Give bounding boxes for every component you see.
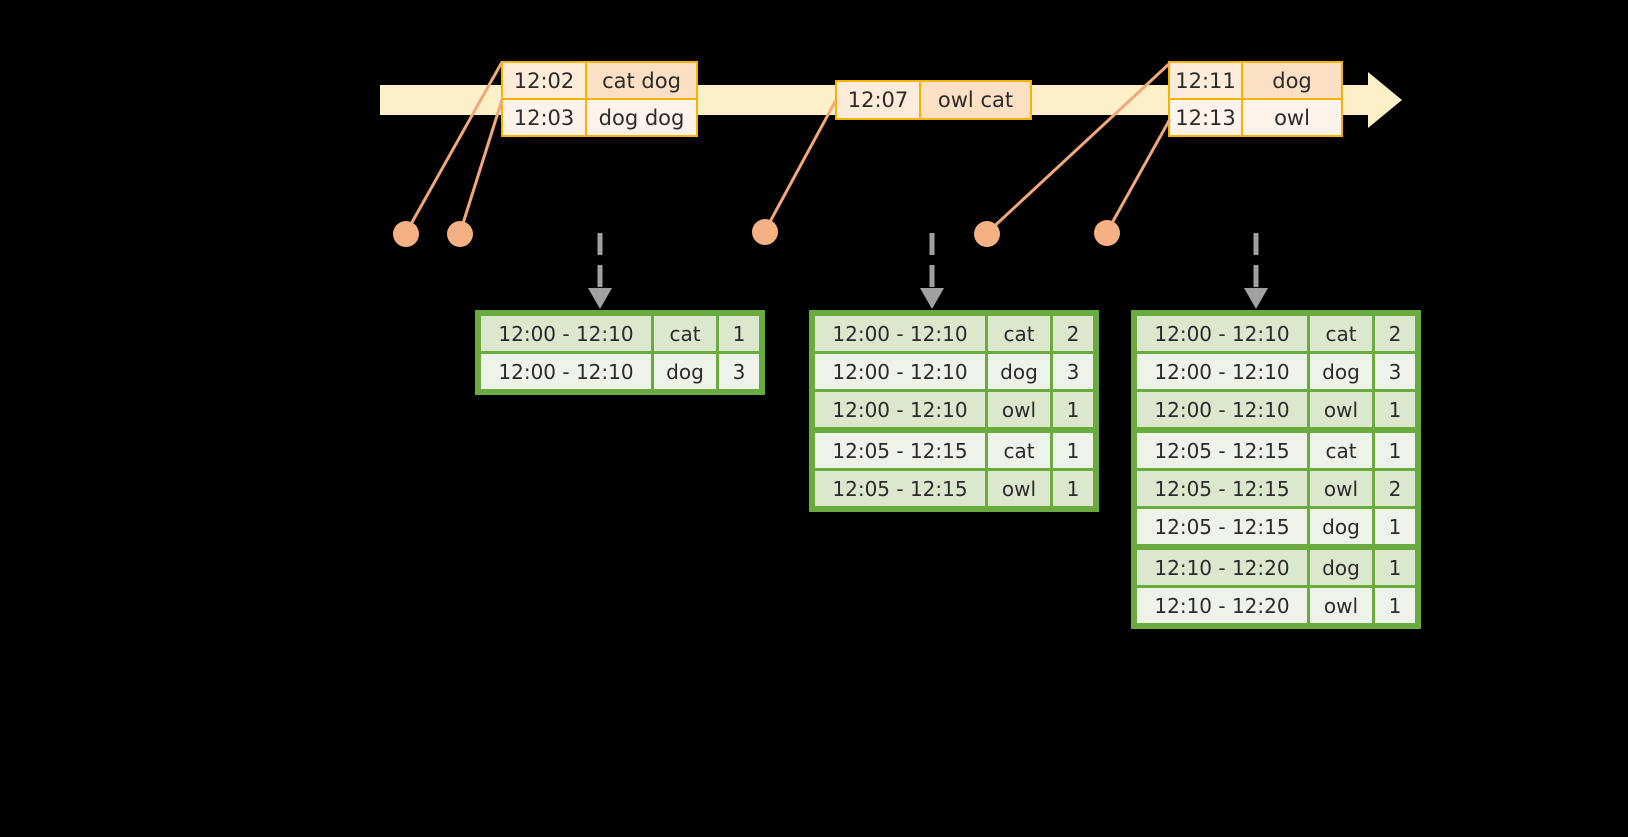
table-cell-word: owl <box>1310 471 1372 506</box>
event-time: 12:03 <box>503 100 587 135</box>
event-dot-2[interactable] <box>447 221 473 247</box>
table-cell-window: 12:05 - 12:15 <box>815 471 985 506</box>
table-cell-word: dog <box>1310 509 1372 544</box>
event-dot-1[interactable] <box>393 221 419 247</box>
table-cell-word: owl <box>988 392 1050 427</box>
table-cell-word: owl <box>1310 588 1372 623</box>
event-box-2[interactable]: 12:07 owl cat <box>835 80 1032 120</box>
table-cell-count: 1 <box>1375 588 1415 623</box>
table-cell-count: 3 <box>1053 354 1093 389</box>
timeline-arrow-head <box>1368 72 1402 128</box>
event-dot-3[interactable] <box>752 219 778 245</box>
table-cell-count: 1 <box>719 316 759 351</box>
dashed-arrow-2 <box>920 233 944 309</box>
event-row: 12:11 dog <box>1170 63 1341 98</box>
table-cell-window: 12:00 - 12:10 <box>815 354 985 389</box>
table-cell-count: 2 <box>1375 471 1415 506</box>
table-cell-word: cat <box>1310 433 1372 468</box>
table-cell-count: 1 <box>1053 471 1093 506</box>
dashed-arrow-1 <box>588 233 612 309</box>
table-cell-count: 2 <box>1053 316 1093 351</box>
event-dot-4[interactable] <box>974 221 1000 247</box>
event-words: owl <box>1243 100 1341 135</box>
table-cell-count: 1 <box>1375 509 1415 544</box>
table-cell-count: 1 <box>1375 550 1415 585</box>
event-row: 12:02 cat dog <box>503 63 696 98</box>
table-cell-word: cat <box>988 433 1050 468</box>
table-cell-window: 12:10 - 12:20 <box>1137 588 1307 623</box>
event-box-3[interactable]: 12:11 dog 12:13 owl <box>1168 61 1343 137</box>
table-cell-count: 1 <box>1053 433 1093 468</box>
table-cell-window: 12:05 - 12:15 <box>815 433 985 468</box>
table-cell-word: dog <box>1310 354 1372 389</box>
table-cell-word: cat <box>654 316 716 351</box>
table-cell-count: 1 <box>1375 392 1415 427</box>
event-words: dog dog <box>587 100 696 135</box>
table-cell-word: dog <box>1310 550 1372 585</box>
table-cell-word: cat <box>1310 316 1372 351</box>
event-time: 12:11 <box>1170 63 1243 98</box>
connector-line <box>458 99 504 234</box>
table-cell-window: 12:00 - 12:10 <box>481 316 651 351</box>
connector-line <box>1105 118 1172 233</box>
event-dot-5[interactable] <box>1094 220 1120 246</box>
table-cell-count: 3 <box>1375 354 1415 389</box>
event-words: owl cat <box>921 82 1030 118</box>
event-words: dog <box>1243 63 1341 98</box>
table-cell-count: 2 <box>1375 316 1415 351</box>
table-cell-window: 12:05 - 12:15 <box>1137 471 1307 506</box>
table-cell-word: dog <box>988 354 1050 389</box>
table-cell-window: 12:00 - 12:10 <box>815 316 985 351</box>
table-cell-count: 1 <box>1375 433 1415 468</box>
table-cell-word: cat <box>988 316 1050 351</box>
table-cell-window: 12:00 - 12:10 <box>481 354 651 389</box>
table-cell-count: 1 <box>1053 392 1093 427</box>
dashed-arrow-3 <box>1244 233 1268 309</box>
table-cell-window: 12:00 - 12:10 <box>815 392 985 427</box>
table-cell-window: 12:00 - 12:10 <box>1137 392 1307 427</box>
event-row: 12:07 owl cat <box>837 82 1030 118</box>
table-cell-window: 12:10 - 12:20 <box>1137 550 1307 585</box>
event-time: 12:07 <box>837 82 921 118</box>
table-cell-window: 12:00 - 12:10 <box>1137 354 1307 389</box>
table-cell-window: 12:00 - 12:10 <box>1137 316 1307 351</box>
event-row: 12:03 dog dog <box>503 98 696 135</box>
table-cell-word: dog <box>654 354 716 389</box>
table-cell-word: owl <box>988 471 1050 506</box>
table-cell-word: owl <box>1310 392 1372 427</box>
event-time: 12:02 <box>503 63 587 98</box>
table-cell-count: 3 <box>719 354 759 389</box>
table-cell-window: 12:05 - 12:15 <box>1137 509 1307 544</box>
event-words: cat dog <box>587 63 696 98</box>
event-box-1[interactable]: 12:02 cat dog 12:03 dog dog <box>501 61 698 137</box>
table-cell-window: 12:05 - 12:15 <box>1137 433 1307 468</box>
connector-line <box>763 99 838 232</box>
event-time: 12:13 <box>1170 100 1243 135</box>
event-row: 12:13 owl <box>1170 98 1341 135</box>
